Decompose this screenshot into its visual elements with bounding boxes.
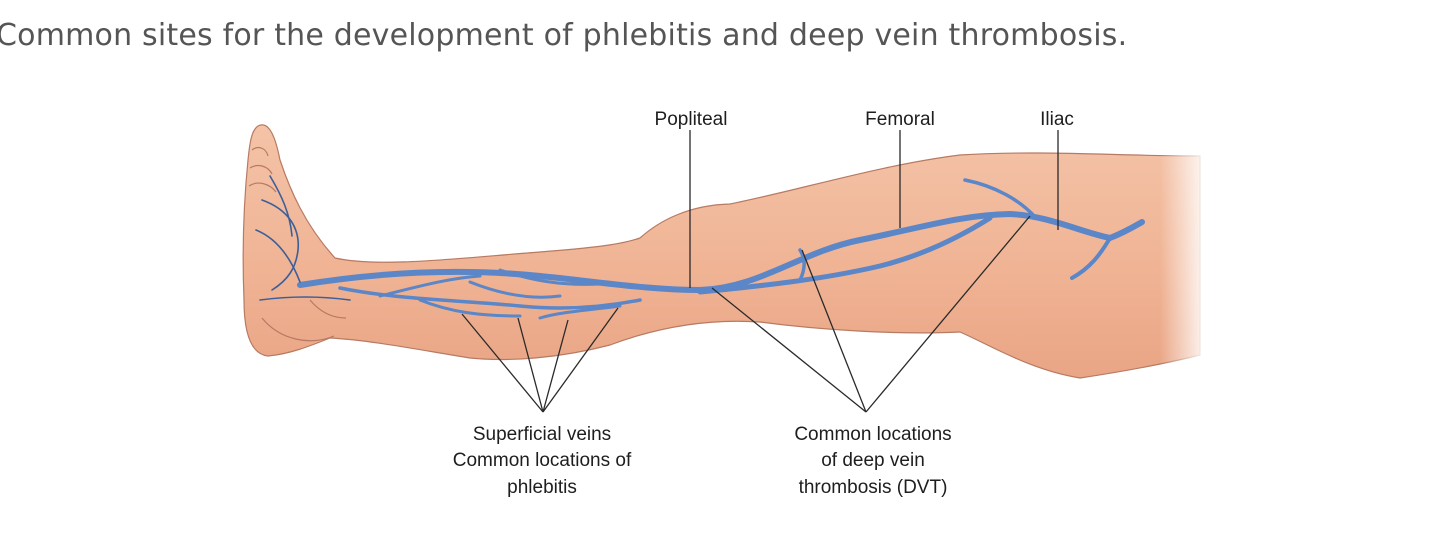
leader-lines — [461, 130, 1059, 413]
label-iliac: Iliac — [1040, 109, 1074, 130]
label-popliteal: Popliteal — [655, 109, 728, 130]
label-superficial-line-3: phlebitis — [507, 477, 577, 498]
label-dvt-line-2: of deep vein — [821, 450, 925, 471]
label-superficial-line-2: Common locations of — [453, 450, 632, 471]
thigh-fade — [1160, 140, 1210, 380]
leg-shape — [242, 124, 1201, 379]
foot-details — [248, 146, 347, 342]
label-femoral: Femoral — [865, 109, 935, 130]
label-dvt-line-1: Common locations — [794, 424, 951, 445]
veins — [255, 175, 1145, 320]
figure-caption: Common sites for the development of phle… — [0, 18, 1128, 53]
label-dvt-line-3: thrombosis (DVT) — [799, 477, 948, 498]
label-superficial-line-1: Superficial veins — [473, 424, 611, 445]
